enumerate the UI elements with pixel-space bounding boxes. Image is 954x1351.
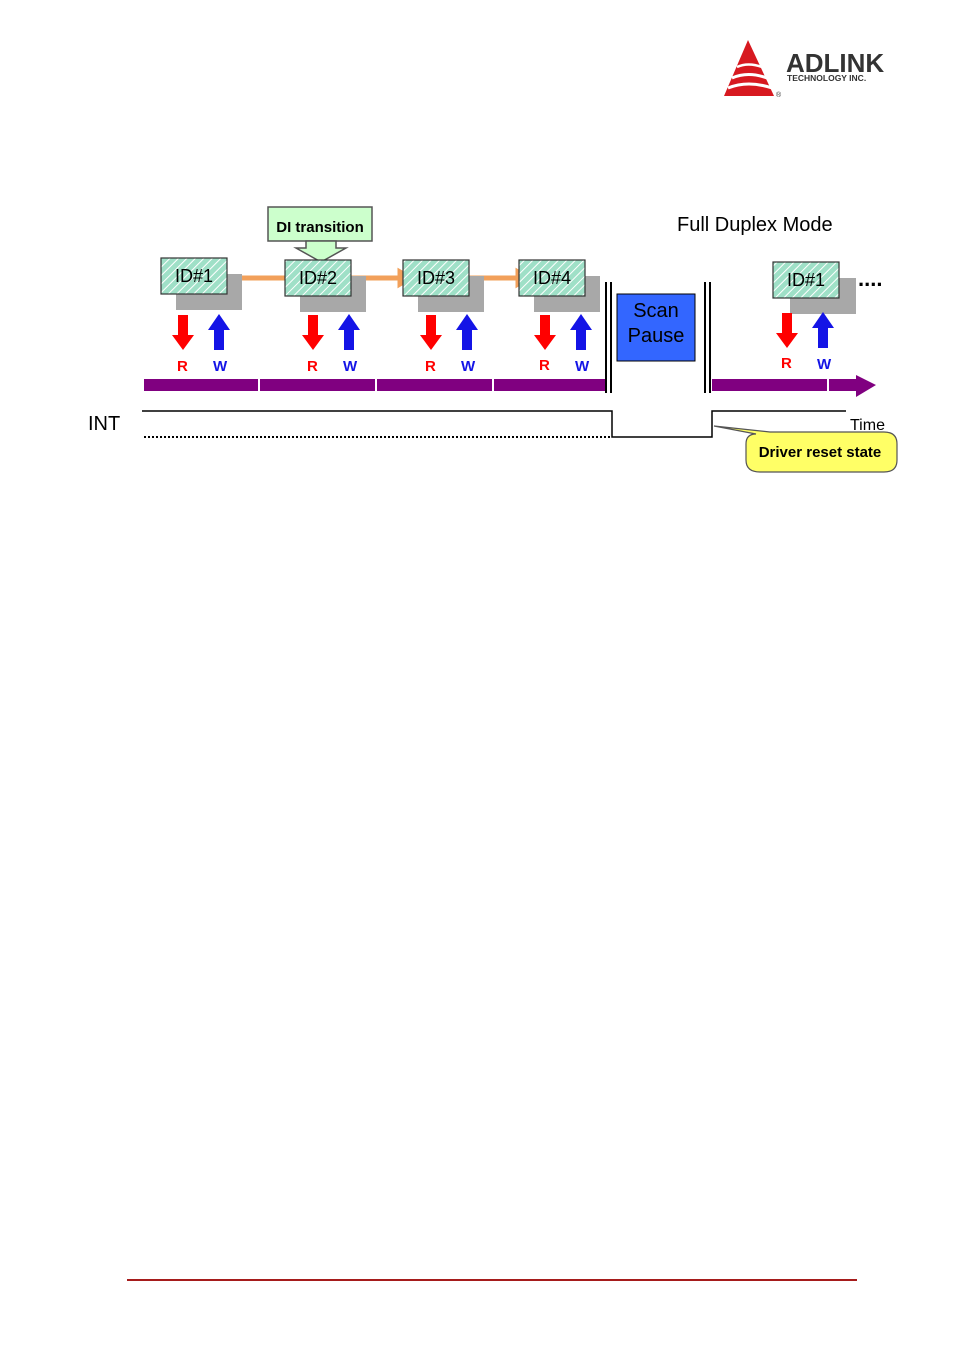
node-id1-repeat: ID#1 bbox=[773, 262, 856, 314]
read-label: R bbox=[539, 357, 550, 374]
node-id1-label: ID#1 bbox=[175, 266, 213, 286]
node-id3-label: ID#3 bbox=[417, 268, 455, 288]
continuation-dots: .... bbox=[858, 266, 882, 291]
write-arrow-icon bbox=[818, 326, 828, 348]
write-label: W bbox=[575, 358, 590, 375]
node-id3: ID#3 bbox=[403, 260, 484, 312]
driver-reset-callout: Driver reset state bbox=[714, 426, 897, 472]
write-label: W bbox=[461, 358, 476, 375]
node-id1-repeat-label: ID#1 bbox=[787, 270, 825, 290]
read-arrow-icon bbox=[540, 315, 550, 337]
node-id2-label: ID#2 bbox=[299, 268, 337, 288]
scan-pause-line1: Scan bbox=[633, 300, 679, 322]
footer-rule bbox=[127, 1279, 857, 1281]
read-arrow-icon bbox=[426, 315, 436, 337]
timeline-arrow-icon bbox=[856, 375, 876, 397]
full-duplex-timing-diagram: Full Duplex Mode DI transition ID#1 ID#2… bbox=[0, 190, 954, 490]
node-id2: ID#2 bbox=[285, 260, 366, 312]
write-label: W bbox=[343, 358, 358, 375]
write-label: W bbox=[213, 358, 228, 375]
brand-tagline: TECHNOLOGY INC. bbox=[787, 73, 866, 83]
write-arrow-icon bbox=[344, 328, 354, 350]
write-arrow-icon bbox=[576, 328, 586, 350]
int-label: INT bbox=[88, 413, 120, 435]
int-signal bbox=[142, 411, 846, 437]
read-label: R bbox=[425, 358, 436, 375]
read-label: R bbox=[307, 358, 318, 375]
brand-registered-mark: ® bbox=[776, 91, 782, 99]
timeline bbox=[144, 375, 876, 397]
scan-pause-box: Scan Pause bbox=[617, 294, 695, 361]
read-arrow-icon bbox=[782, 313, 792, 335]
node-id4-label: ID#4 bbox=[533, 268, 571, 288]
read-arrow-icon bbox=[308, 315, 318, 337]
diagram-title: Full Duplex Mode bbox=[677, 214, 833, 236]
adlink-logo: ADLINK TECHNOLOGY INC. ® bbox=[718, 36, 918, 100]
di-transition-callout: DI transition bbox=[268, 207, 372, 262]
read-label: R bbox=[781, 355, 792, 372]
node-id4: ID#4 bbox=[519, 260, 600, 312]
scan-pause-line2: Pause bbox=[628, 325, 685, 347]
write-label: W bbox=[817, 356, 832, 373]
driver-reset-label: Driver reset state bbox=[759, 444, 882, 461]
read-label: R bbox=[177, 358, 188, 375]
write-arrow-icon bbox=[462, 328, 472, 350]
write-arrow-icon bbox=[214, 328, 224, 350]
read-arrow-icon bbox=[178, 315, 188, 337]
node-id1: ID#1 bbox=[161, 258, 242, 310]
rw-labels: R W R W R W R W R W bbox=[177, 355, 832, 375]
read-write-arrows bbox=[172, 312, 834, 350]
di-transition-label: DI transition bbox=[276, 219, 364, 236]
